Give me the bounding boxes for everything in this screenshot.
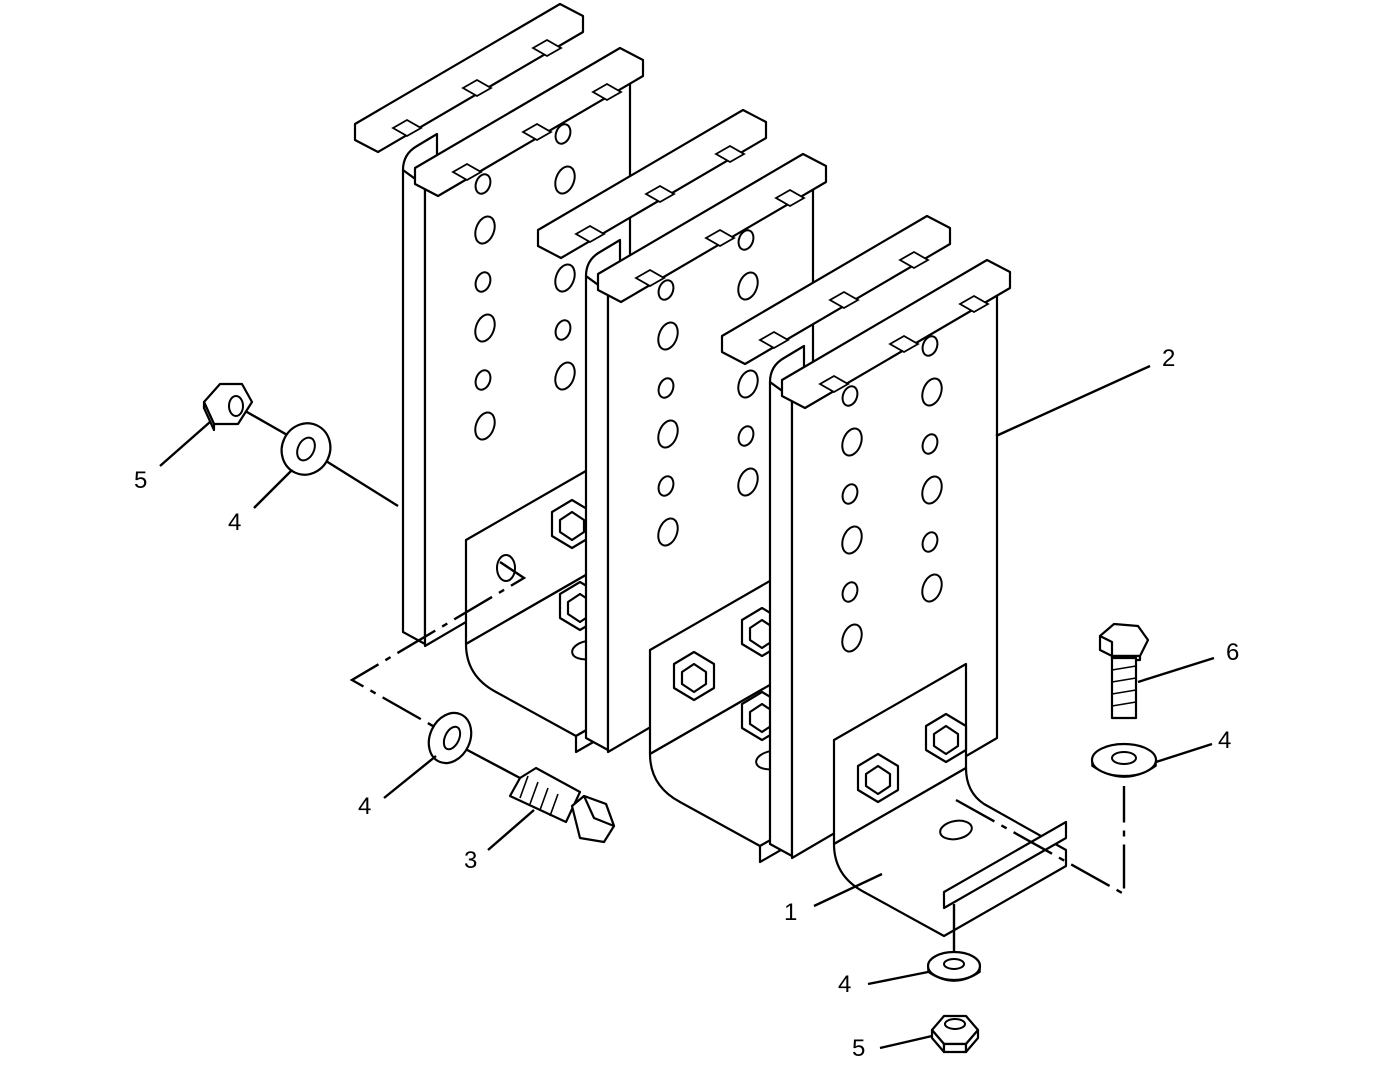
leader-4-right (1155, 742, 1213, 764)
bolt-head-front-left (856, 752, 900, 804)
flat-washer-right (1090, 742, 1158, 778)
leader-2 (995, 364, 1151, 438)
leader-4-top (253, 469, 293, 509)
leader-1 (813, 872, 883, 908)
callout-4-top: 4 (228, 509, 241, 536)
leader-6 (1137, 656, 1215, 684)
angle-clip-front (832, 662, 1068, 938)
leader-3 (487, 809, 535, 851)
explode-path-right (955, 786, 1126, 897)
callout-4-bottom: 4 (838, 971, 851, 998)
angle-clip-rear (464, 462, 700, 754)
bolt-head-middle-left (672, 650, 716, 702)
hex-bolt-right (1098, 622, 1150, 720)
callout-4-right: 4 (1218, 727, 1231, 754)
bolt-head-front-right (924, 712, 968, 764)
leader-5-top (159, 421, 211, 467)
callout-2: 2 (1162, 345, 1175, 372)
callout-3: 3 (464, 847, 477, 874)
explode-path-left (349, 561, 527, 732)
flat-washer-upper-left (280, 422, 332, 476)
explode-line-upper-left-2 (317, 454, 399, 508)
leader-5-bottom (879, 1034, 933, 1050)
hex-nut-upper-left (202, 382, 254, 432)
callout-5-top: 5 (134, 467, 147, 494)
leader-4-left (383, 755, 437, 799)
flat-washer-bottom (926, 950, 982, 982)
hex-nut-bottom (930, 1014, 980, 1054)
callout-1: 1 (784, 899, 797, 926)
callout-5-bottom: 5 (852, 1035, 865, 1062)
callout-6: 6 (1226, 639, 1239, 666)
callout-4-left: 4 (358, 793, 371, 820)
flat-washer-lower-left (427, 711, 473, 765)
hex-bolt-lower-left (508, 766, 616, 844)
leader-4-bottom (867, 970, 929, 986)
